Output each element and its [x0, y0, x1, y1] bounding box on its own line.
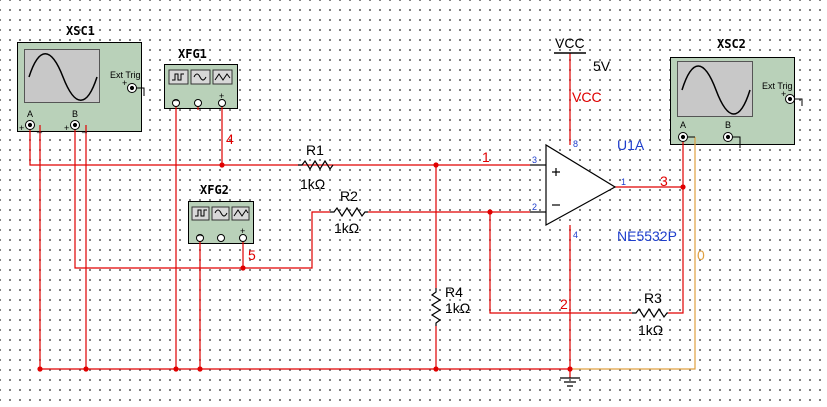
- sine-wave-small-icon: [190, 69, 211, 85]
- triangle-wave-icon: [212, 69, 233, 85]
- net-label-1: 1: [482, 149, 490, 165]
- xsc2-ext-trig-label: Ext Trig: [762, 81, 793, 91]
- sine-wave-icon: [28, 53, 98, 101]
- square-wave-icon: [168, 69, 189, 85]
- ground-net-wire: [570, 137, 696, 370]
- plus-sign: [552, 168, 560, 176]
- svg-text:_: _: [196, 226, 203, 236]
- oscilloscope-xsc2[interactable]: [670, 57, 795, 145]
- junction-dots: [37, 162, 686, 372]
- oscilloscope-screen: [24, 49, 100, 103]
- oscilloscope-screen: [677, 61, 753, 117]
- xfg2-label: XFG2: [200, 183, 229, 197]
- vcc-symbol-label[interactable]: VCC: [555, 35, 585, 51]
- xsc1-channel-b-label: B: [72, 109, 78, 119]
- net-label-2: 2: [560, 296, 568, 312]
- r3-ref-label[interactable]: R3: [644, 290, 662, 306]
- r4-value-label[interactable]: 1kΩ: [445, 300, 470, 316]
- r3-value-label[interactable]: 1kΩ: [638, 322, 663, 338]
- opamp-pin-3: 3: [532, 155, 537, 165]
- resistor-r1: [298, 159, 334, 171]
- r1-ref-label[interactable]: R1: [306, 142, 324, 158]
- opamp-pin-8: 8: [573, 139, 578, 149]
- opamp-pin-1: 1: [621, 177, 626, 187]
- net-label-vcc: VCC: [572, 89, 602, 105]
- xsc2-label: XSC2: [717, 37, 746, 51]
- xsc2-channel-b-label: B: [725, 120, 731, 130]
- net-label-3: 3: [660, 173, 668, 189]
- svg-text:_: _: [36, 123, 43, 133]
- opamp-pin-4: 4: [573, 230, 578, 240]
- vcc-voltage-label[interactable]: 5V: [593, 58, 611, 74]
- r1-value-label[interactable]: 1kΩ: [300, 176, 325, 192]
- opamp-pin-2: 2: [532, 202, 537, 212]
- xsc2-channel-a-label: A: [680, 120, 686, 130]
- net1-wire: [29, 125, 530, 166]
- opamp-u1a: [530, 143, 617, 227]
- instrument-terminals: [25, 83, 795, 242]
- svg-text:+: +: [64, 123, 69, 133]
- svg-text:+: +: [19, 123, 24, 133]
- red-wires: [29, 53, 684, 378]
- svg-text:_: _: [81, 123, 88, 133]
- oscilloscope-xsc1[interactable]: [17, 42, 142, 132]
- xfg1-label: XFG1: [178, 47, 207, 61]
- xsc1-channel-a-label: A: [27, 109, 33, 119]
- r4-ref-label[interactable]: R4: [445, 284, 463, 300]
- square-wave-icon: [191, 206, 210, 221]
- net-label-5: 5: [248, 247, 256, 263]
- waveform-buttons: [168, 69, 233, 85]
- r2-ref-label[interactable]: R2: [340, 188, 358, 204]
- feedback-wire: [489, 212, 632, 314]
- triangle-wave-icon: [231, 206, 250, 221]
- opamp-ref-label[interactable]: U1A: [617, 137, 645, 153]
- svg-text:+: +: [781, 89, 786, 99]
- xsc1-label: XSC1: [66, 24, 95, 38]
- net-label-4: 4: [226, 131, 234, 147]
- net5-wire: [74, 125, 330, 269]
- terminal-polarity-marks: + _ + _ _ + _ + + +: [19, 78, 786, 236]
- resistor-r4: [430, 288, 442, 326]
- resistor-r3: [632, 307, 668, 319]
- ground-symbol: [560, 377, 580, 387]
- resistor-r2: [330, 206, 368, 218]
- waveform-buttons: [191, 206, 250, 221]
- net-label-0: 0: [697, 247, 705, 263]
- svg-text:_: _: [172, 91, 179, 101]
- svg-text:+: +: [219, 91, 224, 101]
- svg-text:+: +: [240, 226, 245, 236]
- opamp-part-label[interactable]: NE5532P: [617, 228, 677, 244]
- r2-value-label[interactable]: 1kΩ: [334, 220, 359, 236]
- sine-wave-icon: [681, 65, 751, 115]
- xsc1-ext-trig-label: Ext Trig: [110, 70, 141, 80]
- sine-wave-small-icon: [211, 206, 230, 221]
- svg-text:+: +: [122, 78, 127, 88]
